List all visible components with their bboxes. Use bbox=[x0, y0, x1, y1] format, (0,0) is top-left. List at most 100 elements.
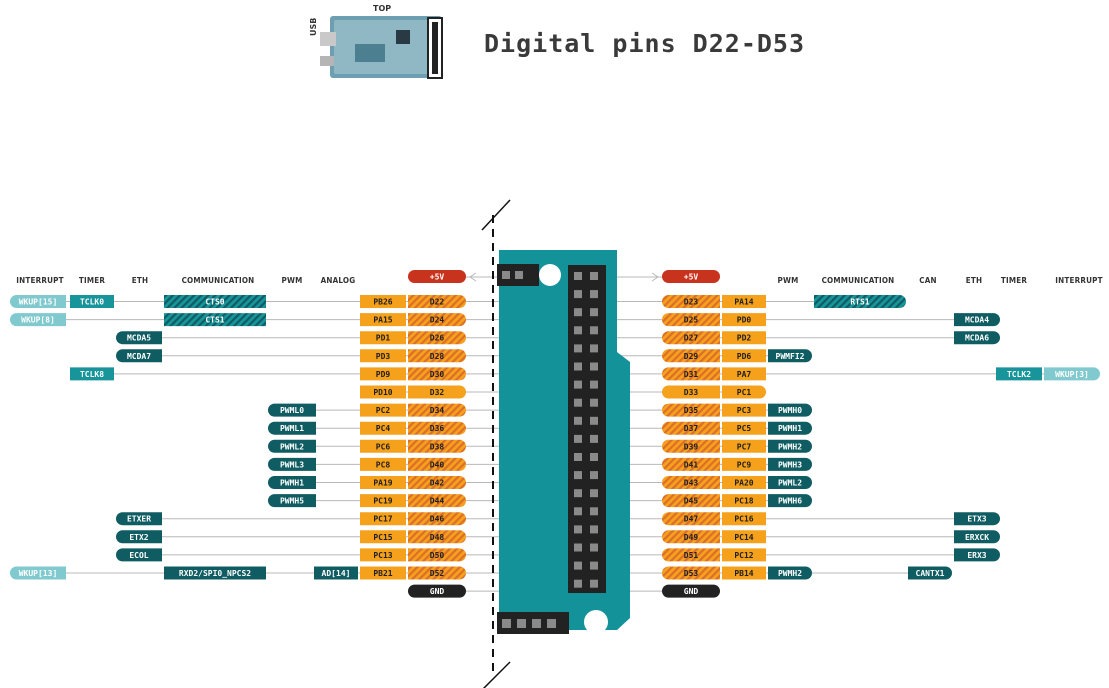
small-header-pad bbox=[515, 271, 523, 279]
eth-mcda4-text: MCDA4 bbox=[965, 316, 989, 325]
pin-d41: D41 bbox=[662, 458, 720, 471]
header-pad-right bbox=[590, 525, 598, 533]
pin-d28-text: D28 bbox=[430, 352, 445, 361]
pin-d49-text: D49 bbox=[684, 533, 699, 542]
pin-d51-text: D51 bbox=[684, 551, 699, 560]
pwm-pwmh3: PWMH3 bbox=[768, 458, 812, 471]
port-pc5: PC5 bbox=[722, 422, 766, 435]
port-pd10: PD10 bbox=[360, 386, 406, 399]
port-pa14: PA14 bbox=[722, 295, 766, 308]
bottom-header-pad bbox=[532, 619, 541, 628]
comm-rxd2-spi0-npcs2-text: RXD2/SPI0_NPCS2 bbox=[179, 569, 251, 578]
port-pd2: PD2 bbox=[722, 331, 766, 344]
left-header-timer: TIMER bbox=[79, 276, 105, 285]
header-pad-left bbox=[574, 489, 582, 497]
header-pad-left bbox=[574, 453, 582, 461]
port-pc19-text: PC19 bbox=[373, 497, 392, 506]
port-pd6: PD6 bbox=[722, 349, 766, 362]
header-pad-right bbox=[590, 417, 598, 425]
port-pa20-text: PA20 bbox=[734, 479, 753, 488]
right-header-communication: COMMUNICATION bbox=[822, 276, 895, 285]
pwm-pwmh6: PWMH6 bbox=[768, 494, 812, 507]
eth-erxck: ERXCK bbox=[954, 530, 1000, 543]
port-pc14-text: PC14 bbox=[734, 533, 753, 542]
board-thumbnail-icon bbox=[320, 16, 442, 78]
pin-d27-text: D27 bbox=[684, 334, 699, 343]
header-pad-right bbox=[590, 326, 598, 334]
pwm-pwmh1: PWMH1 bbox=[268, 476, 316, 489]
can-cantx1: CANTX1 bbox=[908, 567, 952, 580]
right-header-eth: ETH bbox=[966, 276, 982, 285]
port-pc15-text: PC15 bbox=[373, 533, 392, 542]
port-pc8: PC8 bbox=[360, 458, 406, 471]
pwm-pwml1-text: PWML1 bbox=[280, 424, 304, 433]
pwm-pwmh5-text: PWMH5 bbox=[280, 497, 304, 506]
pin-d31: D31 bbox=[662, 367, 720, 380]
port-pa19-text: PA19 bbox=[373, 479, 392, 488]
header-pad-right bbox=[590, 290, 598, 298]
pwm-pwmh1: PWMH1 bbox=[768, 422, 812, 435]
header-pad-left bbox=[574, 381, 582, 389]
port-pc3-text: PC3 bbox=[737, 406, 752, 415]
header-pad-left bbox=[574, 580, 582, 588]
port-pd9: PD9 bbox=[360, 367, 406, 380]
header-pad-left bbox=[574, 326, 582, 334]
header-pad-left bbox=[574, 308, 582, 316]
interrupt-wkup-13-text: WKUP[13] bbox=[19, 569, 58, 578]
port-pc7: PC7 bbox=[722, 440, 766, 453]
pin-d22: D22 bbox=[408, 295, 466, 308]
port-pc17-text: PC17 bbox=[373, 515, 392, 524]
pwm-pwml3: PWML3 bbox=[268, 458, 316, 471]
pin-d48-text: D48 bbox=[430, 533, 445, 542]
port-pc1: PC1 bbox=[722, 386, 766, 399]
interrupt-wkup-8-text: WKUP[8] bbox=[21, 316, 55, 325]
pwm-pwmh2-text: PWMH2 bbox=[778, 569, 802, 578]
port-pb14: PB14 bbox=[722, 567, 766, 580]
pin-d28: D28 bbox=[408, 349, 466, 362]
interrupt-wkup-15: WKUP[15] bbox=[10, 295, 66, 308]
header-pad-right bbox=[590, 489, 598, 497]
pwm-pwml0-text: PWML0 bbox=[280, 406, 304, 415]
header-pad-right bbox=[590, 453, 598, 461]
header-pad-left bbox=[574, 344, 582, 352]
header-pad-left bbox=[574, 471, 582, 479]
right-header-pwm: PWM bbox=[778, 276, 799, 285]
port-pa20: PA20 bbox=[722, 476, 766, 489]
pin-d31-text: D31 bbox=[684, 370, 699, 379]
pin-d27: D27 bbox=[662, 331, 720, 344]
pin-d38: D38 bbox=[408, 440, 466, 453]
pin-d42-text: D42 bbox=[430, 479, 445, 488]
port-pc9-text: PC9 bbox=[737, 460, 752, 469]
port-pb14-text: PB14 bbox=[734, 569, 753, 578]
header-pad-right bbox=[590, 544, 598, 552]
port-pc16: PC16 bbox=[722, 512, 766, 525]
pin-d46-text: D46 bbox=[430, 515, 445, 524]
pwm-pwml2: PWML2 bbox=[768, 476, 812, 489]
eth-erx3-text: ERX3 bbox=[967, 551, 986, 560]
pwm-pwmh3-text: PWMH3 bbox=[778, 460, 802, 469]
timer-tclk8-text: TCLK8 bbox=[80, 370, 104, 379]
pin-d34: D34 bbox=[408, 404, 466, 417]
pin-d47-text: D47 bbox=[684, 515, 699, 524]
port-pc9: PC9 bbox=[722, 458, 766, 471]
eth-mcda6-text: MCDA6 bbox=[965, 334, 989, 343]
timer-tclk2: TCLK2 bbox=[996, 367, 1042, 380]
port-pc17: PC17 bbox=[360, 512, 406, 525]
power-left-5v-text: +5V bbox=[430, 273, 445, 282]
pwm-pwml1: PWML1 bbox=[268, 422, 316, 435]
power-left-5v: +5V bbox=[408, 270, 466, 283]
bottom-header-pad bbox=[517, 619, 526, 628]
port-pc18: PC18 bbox=[722, 494, 766, 507]
header-pad-right bbox=[590, 399, 598, 407]
comm-cts1-text: CTS1 bbox=[205, 316, 224, 325]
pin-d33: D33 bbox=[662, 386, 720, 399]
pin-d45-text: D45 bbox=[684, 497, 699, 506]
pin-d32-text: D32 bbox=[430, 388, 445, 397]
port-pc7-text: PC7 bbox=[737, 442, 752, 451]
comm-cts0-text: CTS0 bbox=[205, 298, 224, 307]
timer-tclk0-text: TCLK0 bbox=[80, 298, 104, 307]
port-pb21-text: PB21 bbox=[373, 569, 392, 578]
pin-d24: D24 bbox=[408, 313, 466, 326]
timer-tclk0: TCLK0 bbox=[70, 295, 114, 308]
